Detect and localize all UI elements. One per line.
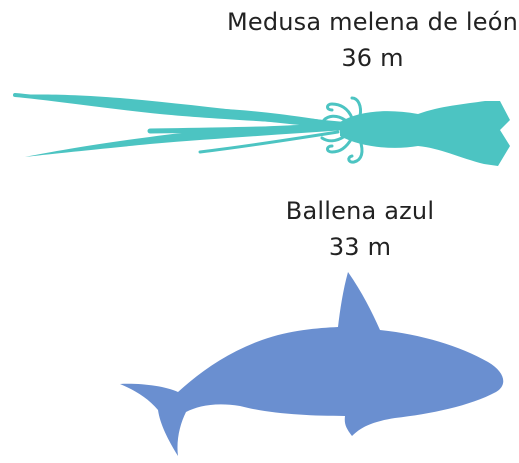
- squid-tentacle-middle-a: [150, 128, 340, 131]
- squid-arm-6: [322, 136, 345, 141]
- whale-length: 33 m: [260, 229, 460, 265]
- whale-icon: [120, 272, 503, 456]
- whale-label: Ballena azul 33 m: [260, 193, 460, 265]
- squid-icon: [15, 94, 510, 166]
- squid-arm-4: [349, 140, 362, 162]
- whale-body: [120, 272, 503, 456]
- squid-arm-5: [324, 116, 345, 120]
- squid-mantle: [340, 101, 510, 166]
- whale-name: Ballena azul: [260, 193, 460, 229]
- squid-arm-2: [352, 98, 361, 116]
- squid-tentacle-upper-fill: [15, 94, 345, 130]
